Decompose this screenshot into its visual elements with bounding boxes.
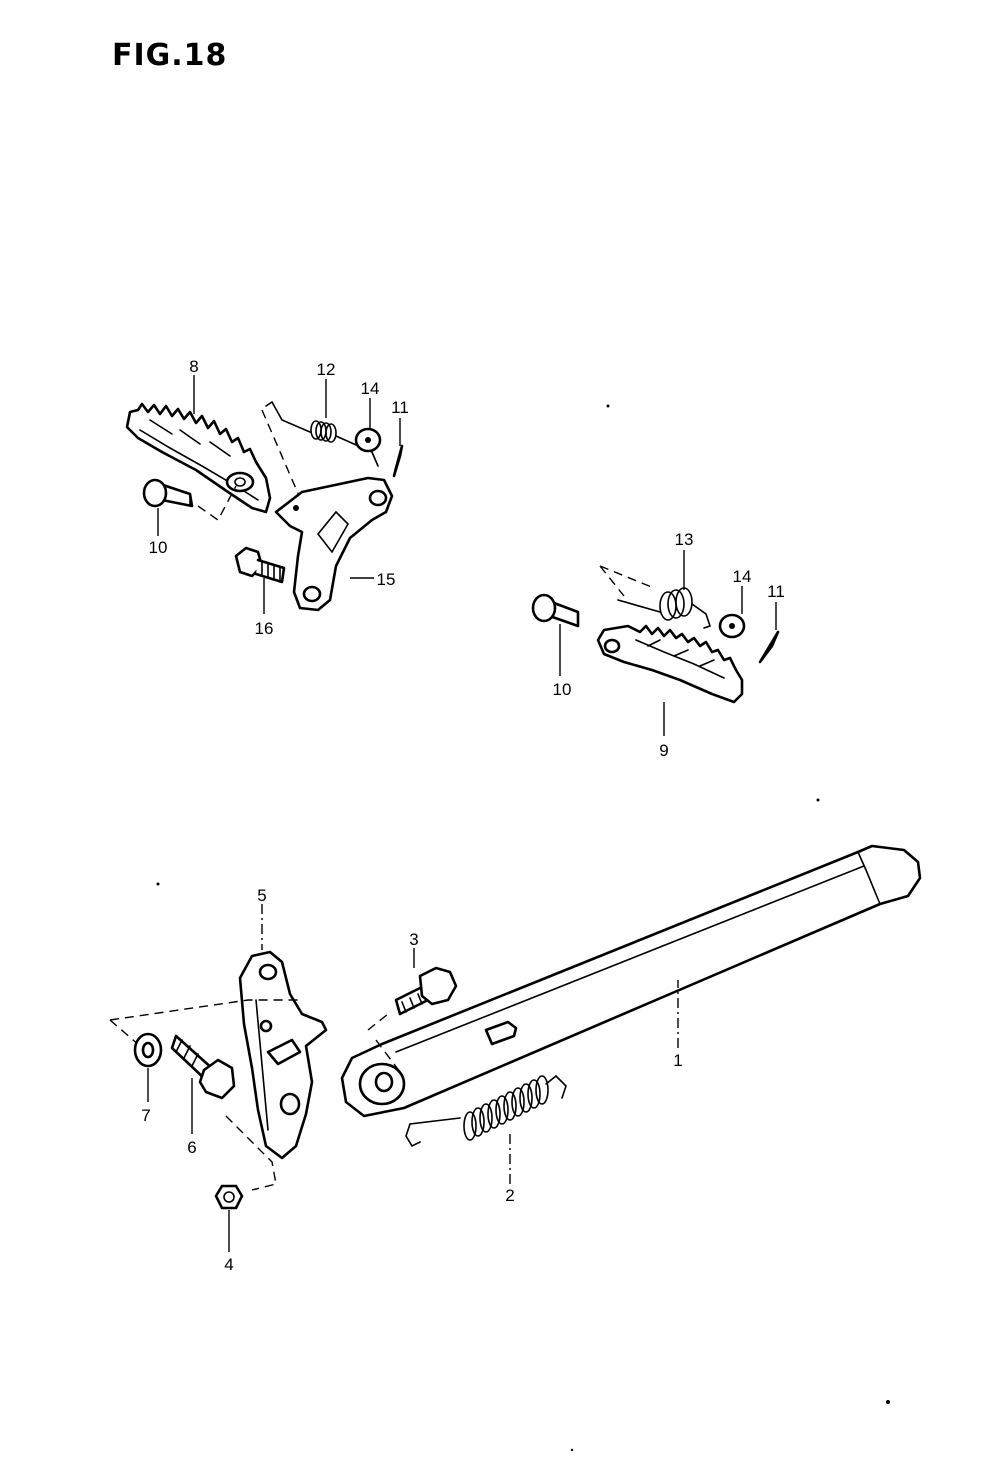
assembly-line <box>109 999 302 1047</box>
part-4-nut <box>214 1184 244 1210</box>
part-12-spring <box>265 400 379 467</box>
part-1-side-stand <box>340 844 922 1118</box>
callout-10-left: 10 <box>149 538 168 557</box>
callout-13: 13 <box>675 530 694 549</box>
side-stand-assembly <box>109 844 922 1210</box>
callout-14-left: 14 <box>361 379 380 398</box>
scan-specks <box>156 404 890 1452</box>
callout-9: 9 <box>659 741 668 760</box>
part-14-washer-left <box>354 427 382 453</box>
callout-7: 7 <box>141 1106 150 1125</box>
part-6-bolt <box>170 1034 236 1100</box>
footrest-assembly-right <box>531 565 780 704</box>
callout-14-right: 14 <box>733 567 752 586</box>
callout-2: 2 <box>505 1186 514 1205</box>
part-11-cotter-pin-left <box>392 444 404 478</box>
part-5-bracket <box>238 950 328 1160</box>
part-10-pin-right <box>531 593 580 628</box>
part-10-pin-left <box>142 478 194 508</box>
callout-10-right: 10 <box>553 680 572 699</box>
part-13-spring <box>617 587 712 629</box>
callout-3: 3 <box>409 930 418 949</box>
part-16-bolt <box>234 546 286 584</box>
part-7-washer <box>133 1032 163 1068</box>
assembly-line <box>261 409 301 499</box>
callout-12: 12 <box>317 360 336 379</box>
callout-11-right: 11 <box>767 582 785 601</box>
part-9-footrest <box>596 624 744 704</box>
part-15-bracket <box>274 476 394 612</box>
callout-labels: 8 12 14 11 10 15 16 13 14 11 10 9 5 3 1 … <box>141 357 785 1274</box>
callout-4: 4 <box>224 1255 233 1274</box>
part-14-washer-right <box>718 613 746 639</box>
assembly-line <box>225 1115 277 1191</box>
callout-1: 1 <box>673 1051 682 1070</box>
callout-6: 6 <box>187 1138 196 1157</box>
footrest-assembly-left <box>125 400 404 612</box>
callout-15: 15 <box>377 570 396 589</box>
part-11-cotter-pin-right <box>758 630 780 664</box>
part-2-spring <box>405 1074 567 1148</box>
part-8-footrest <box>125 402 272 514</box>
leader-lines <box>147 375 777 1252</box>
part-3-bolt <box>394 966 458 1016</box>
callout-11-left: 11 <box>391 398 409 417</box>
figure-title: FIG.18 <box>112 38 228 73</box>
assembly-line <box>197 485 237 522</box>
assembly-line <box>599 565 655 597</box>
callout-5: 5 <box>257 886 266 905</box>
assembly-line <box>367 1013 401 1073</box>
callout-16: 16 <box>255 619 274 638</box>
callout-8: 8 <box>189 357 198 376</box>
